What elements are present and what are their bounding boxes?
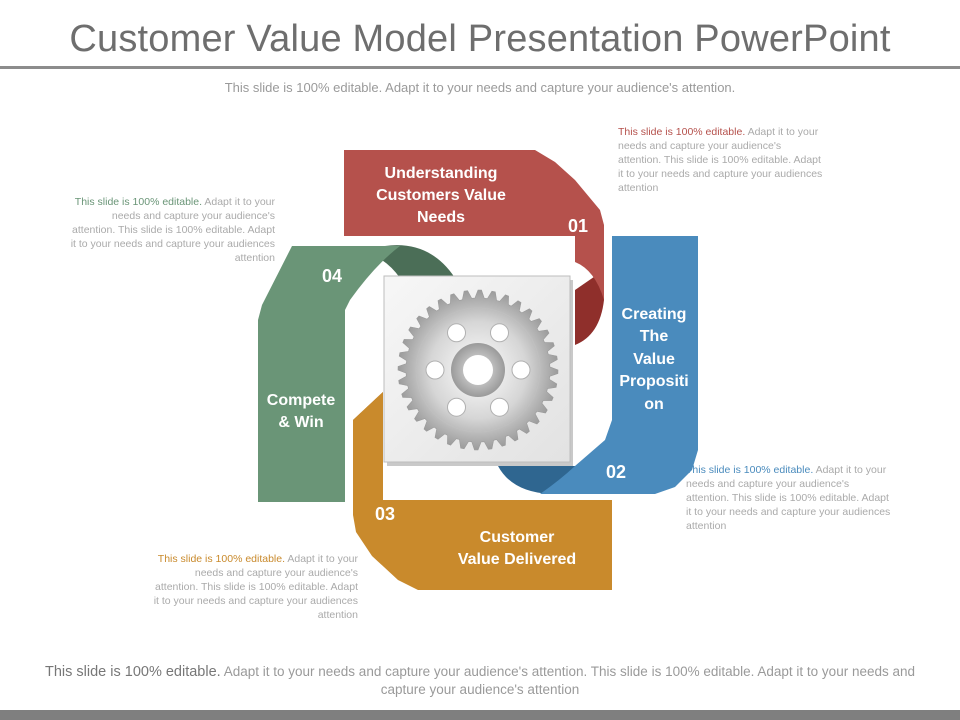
footer-lead: This slide is 100% editable. <box>44 664 221 680</box>
gear-hole <box>511 360 531 380</box>
note-03-line-4: it to your needs and capture your audien… <box>153 595 358 607</box>
note-04-line-3: attention. This slide is 100% editable. … <box>72 224 275 236</box>
segment-01: Understanding Customers Value Needs 01 <box>344 150 604 345</box>
footer-text: This slide is 100% editable. Adapt it to… <box>10 663 950 699</box>
gear-hole <box>490 397 509 417</box>
gear-inner-ring <box>415 307 541 433</box>
segment-02-label-4: Propositi <box>619 373 688 390</box>
gear-axle-hole <box>463 355 493 385</box>
segment-04-number: 04 <box>322 266 342 286</box>
segment-04: 04 Compete & Win <box>258 245 455 502</box>
note-01-line-2: needs and capture your audience's <box>618 140 782 152</box>
footer-line-1: Adapt it to your needs and capture your … <box>223 664 916 679</box>
note-04-line-2: needs and capture your audience's <box>111 210 275 222</box>
segment-01-curl <box>575 270 604 345</box>
segment-03-label-1: Customer <box>480 529 555 546</box>
note-03-line-2: needs and capture your audience's <box>194 567 358 579</box>
note-02-lead: This slide is 100% editable. <box>686 464 814 476</box>
segment-04-label-1: Compete <box>267 392 336 409</box>
segment-01-number: 01 <box>568 216 588 236</box>
note-03: This slide is 100% editable. Adapt it to… <box>100 552 358 622</box>
note-02-line-1: Adapt it to your <box>815 464 887 476</box>
note-04-line-4: it to your needs and capture your audien… <box>70 238 275 250</box>
segment-01-label-2: Customers Value <box>376 187 506 204</box>
segment-04-band <box>258 246 400 502</box>
note-03-line-1: Adapt it to your <box>287 553 358 565</box>
note-01-line-4: it to your needs and capture your audien… <box>618 168 823 180</box>
segment-02-label-5: on <box>644 396 664 413</box>
note-01-lead: This slide is 100% editable. <box>618 126 746 138</box>
segment-02-label-3: Value <box>633 351 675 368</box>
note-01-line-1: Adapt it to your <box>747 126 819 138</box>
gear-hole <box>447 323 466 343</box>
segment-03-label-2: Value Delivered <box>458 551 576 568</box>
note-03-line-5: attention <box>317 609 358 621</box>
note-04: This slide is 100% editable. Adapt it to… <box>16 195 275 265</box>
note-02: This slide is 100% editable. Adapt it to… <box>686 463 946 533</box>
footer-line-2: capture your audience's attention <box>380 682 580 697</box>
segment-03: 03 Customer Value Delivered <box>353 392 612 590</box>
title-divider <box>0 66 960 69</box>
note-01-line-5: attention <box>618 182 659 194</box>
note-03-line-3: attention. This slide is 100% editable. … <box>155 581 358 593</box>
note-01-line-3: attention. This slide is 100% editable. … <box>618 154 821 166</box>
note-02-line-3: attention. This slide is 100% editable. … <box>686 492 889 504</box>
segment-02-label-1: Creating <box>622 306 687 323</box>
segment-03-band <box>353 392 612 590</box>
segment-01-band <box>344 150 604 300</box>
segment-03-number: 03 <box>375 504 395 524</box>
gear-hole <box>490 323 509 343</box>
gear-hole <box>447 397 466 417</box>
slide-title: Customer Value Model Presentation PowerP… <box>69 18 891 60</box>
gear-icon <box>397 289 559 451</box>
note-02-line-4: it to your needs and capture your audien… <box>686 506 891 518</box>
note-03-lead: This slide is 100% editable. <box>157 553 286 565</box>
note-01: This slide is 100% editable. Adapt it to… <box>618 125 878 195</box>
note-04-lead: This slide is 100% editable. <box>74 196 203 208</box>
segment-01-label-3: Needs <box>417 209 465 226</box>
note-02-line-2: needs and capture your audience's <box>686 478 850 490</box>
segment-02: Creating The Value Propositi on 02 <box>498 236 698 494</box>
note-04-line-1: Adapt it to your <box>204 196 275 208</box>
segment-02-band <box>540 236 698 494</box>
segment-02-label-2: The <box>640 328 669 345</box>
note-02-line-5: attention <box>686 520 727 532</box>
segment-04-label-2: & Win <box>278 414 323 431</box>
note-04-line-5: attention <box>234 252 275 264</box>
segment-01-label-1: Understanding <box>385 165 498 182</box>
gear-hole <box>425 360 445 380</box>
footer-bar <box>0 710 960 720</box>
slide-subtitle: This slide is 100% editable. Adapt it to… <box>224 80 736 95</box>
segment-02-number: 02 <box>606 462 626 482</box>
